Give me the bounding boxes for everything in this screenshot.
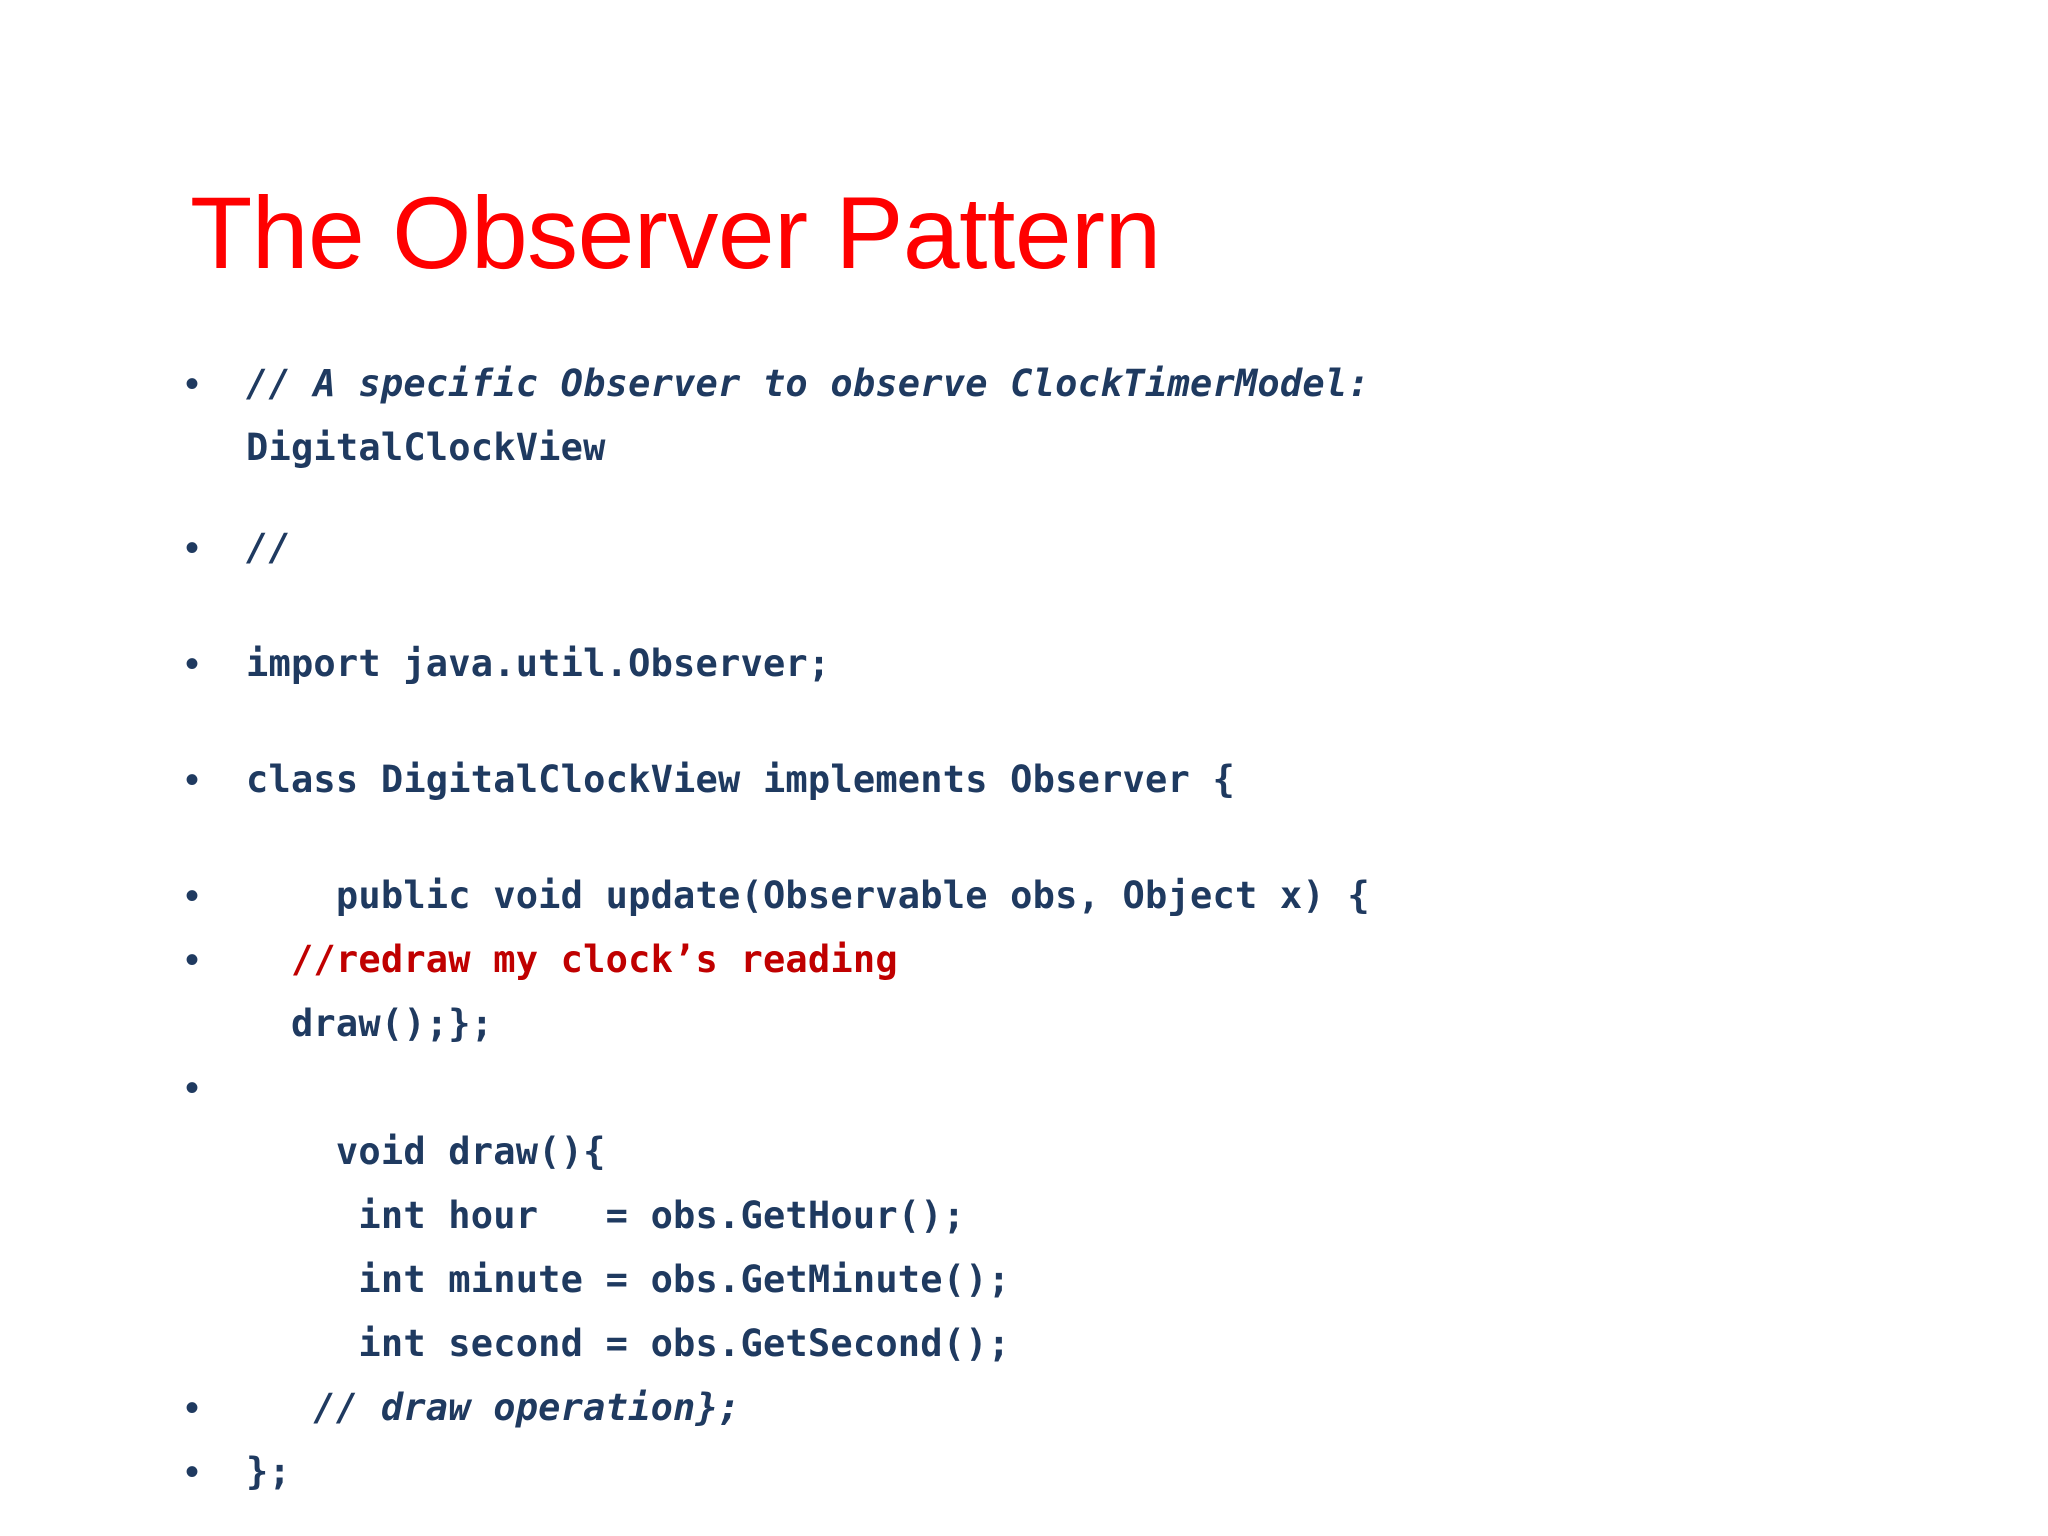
line-gap [168, 480, 1958, 516]
page-title: The Observer Pattern [190, 176, 1161, 291]
code-line: int minute = obs.GetMinute(); [246, 1258, 1011, 1301]
code-line: draw();}; [246, 1002, 494, 1045]
bullet-dot-icon: • [184, 362, 199, 406]
code-line: //redraw my clock’s reading [246, 938, 898, 981]
bullet-dot-icon: • [184, 1386, 199, 1430]
bullet-item: • public void update(Observable obs, Obj… [168, 864, 1958, 928]
bullet-dot-icon: • [184, 526, 199, 570]
line-gap [168, 696, 1958, 748]
code-line: import java.util.Observer; [246, 642, 831, 685]
code-line: // draw operation}; [246, 1386, 741, 1429]
bullet-dot-icon: • [184, 758, 199, 802]
code-bullet-list: • // A specific Observer to observe Clock… [168, 352, 1958, 1504]
bullet-dot-icon: • [184, 1066, 199, 1110]
bullet-dot-icon: • [184, 874, 199, 918]
code-line: class DigitalClockView implements Observ… [246, 758, 1235, 801]
code-line: // [246, 526, 291, 569]
bullet-dot-icon: • [184, 938, 199, 982]
code-line: void draw(){ [246, 1130, 606, 1173]
bullet-item: • //redraw my clock’s reading draw();}; [168, 928, 1958, 1056]
bullet-item: • // [168, 516, 1958, 580]
line-gap [168, 812, 1958, 864]
bullet-dot-icon: • [184, 642, 199, 686]
line-gap [168, 580, 1958, 632]
bullet-item: • import java.util.Observer; [168, 632, 1958, 696]
code-line: int hour = obs.GetHour(); [246, 1194, 966, 1237]
bullet-dot-icon: • [184, 1450, 199, 1494]
bullet-item: • void draw(){ int hour = obs.GetHour();… [168, 1056, 1958, 1376]
bullet-item: • // draw operation}; [168, 1376, 1958, 1440]
code-line: int second = obs.GetSecond(); [246, 1322, 1011, 1365]
bullet-item: •}; [168, 1440, 1958, 1504]
code-line [246, 1056, 1958, 1120]
bullet-item: • class DigitalClockView implements Obser… [168, 748, 1958, 812]
bullet-item: • // A specific Observer to observe Clock… [168, 352, 1958, 480]
code-line: public void update(Observable obs, Objec… [246, 874, 1370, 917]
code-line: }; [246, 1450, 291, 1493]
code-line: // A specific Observer to observe ClockT… [246, 362, 1370, 405]
code-line: DigitalClockView [246, 426, 606, 469]
